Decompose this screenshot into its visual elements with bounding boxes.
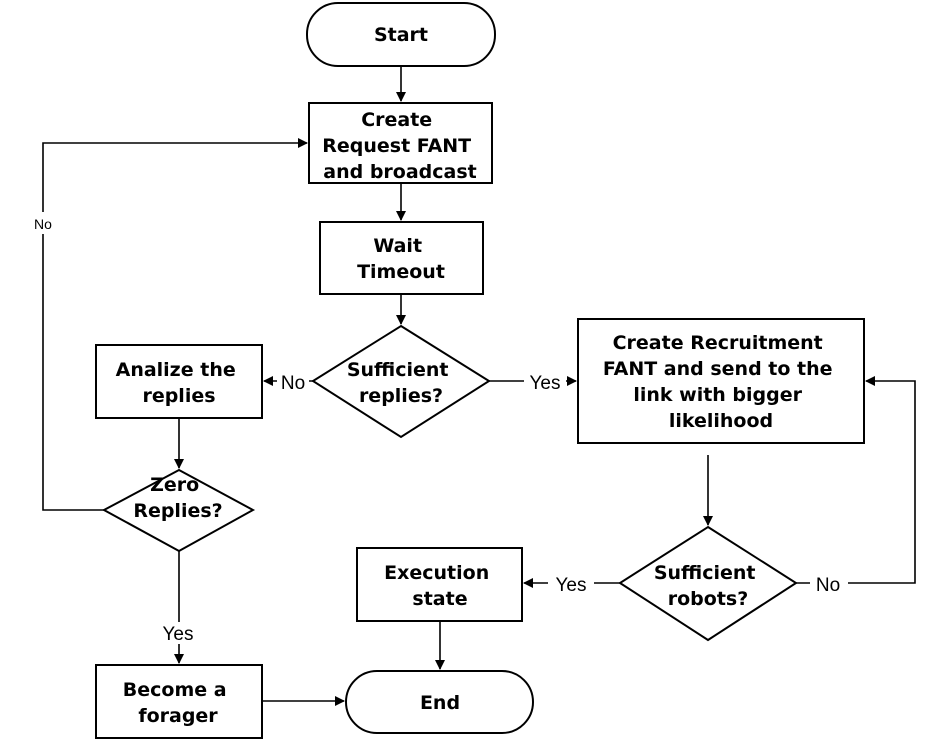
create-request-label: Create Request FANT and broadcast: [322, 109, 478, 183]
node-create-recruitment[interactable]: Create Recruitment FANT and send to the …: [577, 318, 865, 444]
sufficient-robots-label: Sufficient robots?: [654, 562, 762, 610]
execution-state-label: Execution state: [384, 562, 496, 610]
create-request-box: [308, 102, 493, 184]
become-forager-box: [95, 664, 263, 739]
node-start[interactable]: Start: [306, 2, 496, 67]
wait-timeout-box: [319, 221, 484, 295]
node-analize-replies[interactable]: Analize the replies: [95, 344, 263, 419]
execution-state-box: [356, 547, 523, 622]
zero-no-label: No: [34, 216, 52, 232]
wait-timeout-label: Wait Timeout: [357, 235, 445, 283]
label-bg: [810, 572, 848, 594]
robots-yes-label: Yes: [556, 575, 587, 596]
node-sufficient-robots[interactable]: Sufficient robots?: [618, 525, 798, 642]
end-label: End: [420, 692, 460, 714]
edge-labels: No No Yes Yes Yes No: [30, 212, 848, 645]
sufficient-replies-diamond: [311, 324, 491, 439]
node-sufficient-replies[interactable]: Sufficient replies?: [311, 324, 491, 439]
zero-yes-label: Yes: [163, 624, 194, 645]
replies-no-label: No: [281, 373, 305, 394]
analize-replies-box: [95, 344, 263, 419]
zero-replies-label: Zero Replies?: [133, 474, 222, 522]
create-recruitment-label: Create Recruitment FANT and send to the …: [603, 332, 839, 432]
start-label: Start: [374, 24, 428, 46]
label-bg: [30, 212, 56, 234]
start-terminator: [306, 2, 496, 67]
become-forager-label: Become a forager: [123, 679, 233, 727]
sufficient-robots-diamond: [618, 525, 798, 642]
node-execution-state[interactable]: Execution state: [356, 547, 523, 622]
robots-no-label: No: [816, 575, 840, 596]
sufficient-replies-label: Sufficient replies?: [347, 359, 455, 407]
label-bg: [524, 370, 566, 392]
end-terminator: [345, 670, 534, 734]
replies-yes-label: Yes: [530, 373, 561, 394]
analize-replies-label: Analize the replies: [116, 359, 243, 407]
label-bg: [158, 622, 200, 644]
label-bg: [548, 572, 594, 594]
node-wait-timeout[interactable]: Wait Timeout: [319, 221, 484, 295]
zero-replies-diamond: [101, 468, 256, 553]
node-create-request[interactable]: Create Request FANT and broadcast: [308, 102, 493, 184]
edge-zero-no-loop: [42, 138, 308, 511]
edge-robots-no-loop: [796, 376, 916, 584]
node-become-forager[interactable]: Become a forager: [95, 664, 263, 739]
create-recruitment-box: [577, 318, 865, 444]
label-bg: [277, 371, 309, 393]
node-zero-replies[interactable]: Zero Replies?: [101, 468, 256, 553]
node-end[interactable]: End: [345, 670, 534, 734]
